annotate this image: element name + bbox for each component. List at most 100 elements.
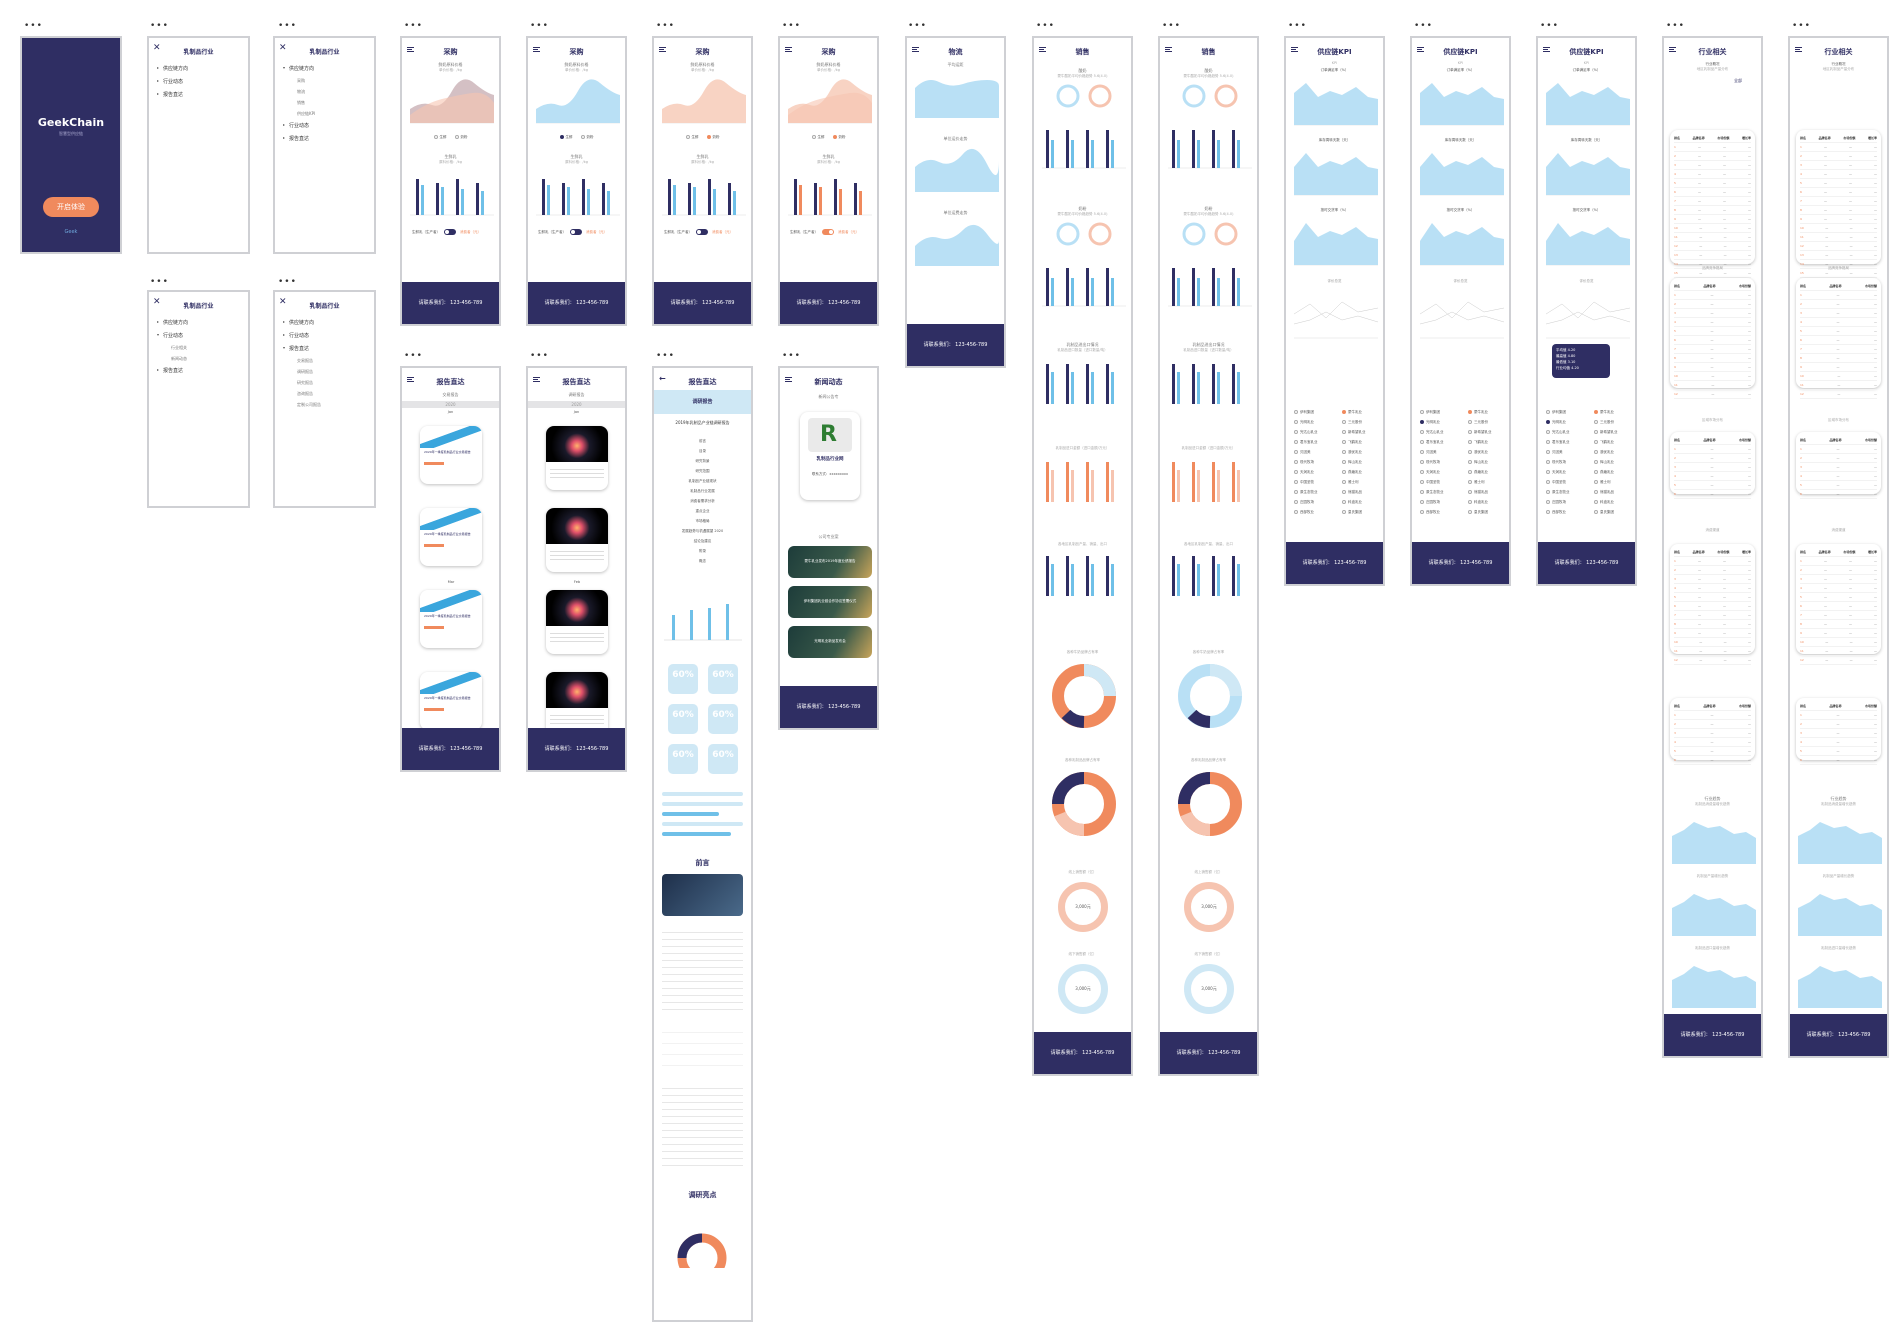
- sub-item-kpi[interactable]: 供应链KPI: [297, 110, 316, 116]
- kpi-option[interactable]: 中国圣牧: [1294, 480, 1314, 485]
- toc-item[interactable]: 附录: [699, 549, 706, 553]
- kpi-option[interactable]: 雅士利: [1594, 480, 1611, 485]
- report-card[interactable]: 2020年一季度乳制品行业交易报告: [420, 426, 482, 484]
- sub-item-report-3[interactable]: 咨询报告: [297, 390, 313, 396]
- menu-icon[interactable]: [785, 377, 792, 382]
- kpi-option[interactable]: 飞鹤乳业: [1468, 440, 1488, 445]
- contact-footer[interactable]: 请联系我们： 123-456-789: [1790, 1014, 1887, 1056]
- close-icon[interactable]: ✕: [279, 43, 287, 53]
- radio-icon[interactable]: [1420, 480, 1424, 484]
- menu-icon[interactable]: [533, 377, 540, 382]
- kpi-option[interactable]: 熊猫乳品: [1342, 490, 1362, 495]
- radio-fresh[interactable]: [685, 135, 690, 139]
- toc-item[interactable]: 发展趋势与机遇展望 2020: [681, 529, 724, 533]
- sub-item-report-2[interactable]: 研究报告: [297, 379, 313, 385]
- kpi-option[interactable]: 天润乳业: [1294, 470, 1314, 475]
- toc-item[interactable]: 乳制品行业发展: [690, 489, 715, 493]
- kpi-option[interactable]: 科迪乳业: [1342, 500, 1362, 505]
- menu-icon[interactable]: [1669, 47, 1676, 52]
- radio-icon[interactable]: [1342, 420, 1346, 424]
- radio-fresh[interactable]: [559, 135, 564, 139]
- radio-icon[interactable]: [1420, 420, 1424, 424]
- radio-icon[interactable]: [1342, 470, 1346, 474]
- toc-item[interactable]: 研究背景: [695, 459, 710, 463]
- radio-icon[interactable]: [1420, 470, 1424, 474]
- report-card[interactable]: [546, 508, 608, 572]
- contact-footer[interactable]: 请联系我们： 123-456-789: [907, 324, 1004, 366]
- sub-item-news[interactable]: 新闻动态: [171, 355, 187, 361]
- kpi-option[interactable]: 雅士利: [1342, 480, 1359, 485]
- kpi-option[interactable]: 贝因美: [1546, 450, 1563, 455]
- toggle-switch[interactable]: [444, 229, 456, 235]
- radio-icon[interactable]: [1594, 410, 1598, 414]
- kpi-option[interactable]: 西部牧业: [1546, 510, 1566, 515]
- menu-icon[interactable]: [1795, 47, 1802, 52]
- contact-footer[interactable]: 请联系我们： 123-456-789: [1034, 1032, 1131, 1074]
- toc-item[interactable]: 结论及建议: [693, 539, 712, 543]
- kpi-option[interactable]: 熊猫乳品: [1468, 490, 1488, 495]
- radio-powder[interactable]: [706, 135, 711, 139]
- kpi-option[interactable]: 科迪乳业: [1468, 500, 1488, 505]
- toggle-switch[interactable]: [822, 229, 834, 235]
- menu-item-supply[interactable]: 供应链方向: [149, 62, 248, 75]
- close-icon[interactable]: ✕: [279, 297, 287, 307]
- radio-icon[interactable]: [1594, 450, 1598, 454]
- menu-icon[interactable]: [1291, 47, 1298, 52]
- kpi-option[interactable]: 贝因美: [1420, 450, 1437, 455]
- radio-icon[interactable]: [1546, 510, 1550, 514]
- menu-item-industry[interactable]: 行业动态: [275, 119, 374, 132]
- menu-icon[interactable]: [659, 47, 666, 52]
- kpi-option[interactable]: 辉山乳业: [1342, 460, 1362, 465]
- sub-item-sales[interactable]: 销售: [297, 99, 305, 105]
- radio-icon[interactable]: [1342, 480, 1346, 484]
- radio-icon[interactable]: [1294, 420, 1298, 424]
- radio-icon[interactable]: [1342, 510, 1346, 514]
- radio-icon[interactable]: [1594, 430, 1598, 434]
- kpi-option[interactable]: 新希望乳业: [1468, 430, 1492, 435]
- kpi-option[interactable]: 伊利集团: [1420, 410, 1440, 415]
- kpi-option[interactable]: 澳优乳业: [1342, 450, 1362, 455]
- kpi-option[interactable]: 新希望乳业: [1342, 430, 1366, 435]
- toc-item[interactable]: 乳制品产业链现状: [688, 479, 717, 483]
- kpi-option[interactable]: 庄园牧场: [1294, 500, 1314, 505]
- kpi-option[interactable]: 中国圣牧: [1546, 480, 1566, 485]
- contact-footer[interactable]: 请联系我们： 123-456-789: [1412, 542, 1509, 584]
- menu-icon[interactable]: [785, 47, 792, 52]
- kpi-option[interactable]: 西部牧业: [1420, 510, 1440, 515]
- radio-icon[interactable]: [1294, 490, 1298, 494]
- kpi-option[interactable]: 光明乳业: [1546, 420, 1566, 425]
- radio-icon[interactable]: [1420, 460, 1424, 464]
- contact-footer[interactable]: 请联系我们： 123-456-789: [528, 282, 625, 324]
- kpi-option[interactable]: 原生态牧业: [1546, 490, 1570, 495]
- radio-icon[interactable]: [1546, 460, 1550, 464]
- radio-icon[interactable]: [1294, 410, 1298, 414]
- radio-icon[interactable]: [1594, 500, 1598, 504]
- radio-icon[interactable]: [1420, 450, 1424, 454]
- news-item[interactable]: 光明乳业新品发布会: [788, 626, 872, 658]
- radio-icon[interactable]: [1420, 490, 1424, 494]
- kpi-option[interactable]: 伊利集团: [1294, 410, 1314, 415]
- radio-fresh[interactable]: [811, 135, 816, 139]
- radio-icon[interactable]: [1468, 420, 1472, 424]
- start-button[interactable]: 开启体验: [43, 197, 99, 217]
- kpi-option[interactable]: 三元股份: [1468, 420, 1488, 425]
- contact-footer[interactable]: 请联系我们： 123-456-789: [1664, 1014, 1761, 1056]
- menu-icon[interactable]: [1039, 47, 1046, 52]
- contact-footer[interactable]: 请联系我们： 123-456-789: [780, 282, 877, 324]
- kpi-option[interactable]: 三元股份: [1342, 420, 1362, 425]
- radio-icon[interactable]: [1468, 460, 1472, 464]
- kpi-option[interactable]: 完达山乳业: [1546, 430, 1570, 435]
- kpi-option[interactable]: 科迪乳业: [1594, 500, 1614, 505]
- radio-icon[interactable]: [1546, 480, 1550, 484]
- radio-icon[interactable]: [1420, 440, 1424, 444]
- radio-icon[interactable]: [1294, 470, 1298, 474]
- sub-item-purchase[interactable]: 采购: [297, 77, 305, 83]
- kpi-option[interactable]: 君乐宝乳业: [1420, 440, 1444, 445]
- radio-icon[interactable]: [1468, 470, 1472, 474]
- toc-item[interactable]: 市场格局: [695, 519, 710, 523]
- kpi-option[interactable]: 辉山乳业: [1468, 460, 1488, 465]
- radio-icon[interactable]: [1342, 440, 1346, 444]
- sub-item-report-4[interactable]: 定制公司报告: [297, 401, 321, 407]
- toc-item[interactable]: 消费者需求分析: [690, 499, 715, 503]
